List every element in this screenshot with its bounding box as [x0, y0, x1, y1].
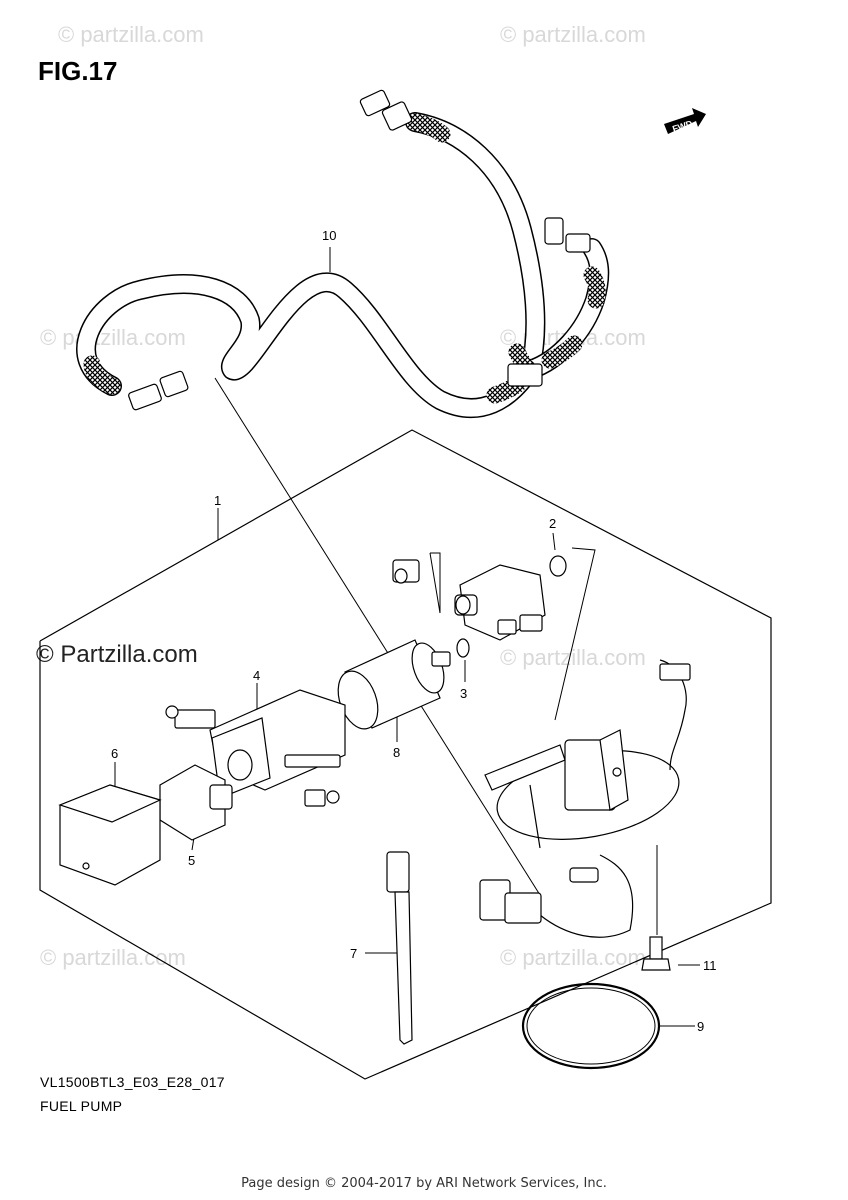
watermark-text-dark: © Partzilla.com	[36, 641, 198, 668]
gasket-ring	[521, 982, 661, 1070]
forward-direction-arrow-icon: FWD	[664, 108, 706, 134]
watermark-text: © partzilla.com	[500, 945, 646, 970]
pump-cover	[58, 784, 162, 886]
callout-6: 6	[111, 746, 118, 761]
fuel-filter	[159, 764, 233, 841]
assembly-outline	[39, 429, 772, 1080]
page-footer: Page design © 2004-2017 by ARI Network S…	[241, 1176, 607, 1191]
bolt	[641, 936, 671, 971]
callout-3: 3	[460, 686, 467, 701]
watermark-text: © partzilla.com	[40, 325, 186, 350]
callout-7: 7	[350, 946, 357, 961]
callout-11: 11	[703, 958, 717, 973]
cable-tie	[386, 851, 413, 1045]
callout-8: 8	[393, 745, 400, 760]
callout-5: 5	[188, 853, 195, 868]
watermark-text: © partzilla.com	[500, 645, 646, 670]
callout-10: 10	[322, 228, 336, 243]
callout-labels: 10 1 2 3 4 8 6 5 7 11 9	[111, 228, 717, 1034]
hose-connectors	[128, 89, 591, 411]
callout-2: 2	[549, 516, 556, 531]
watermark-text: © partzilla.com	[40, 945, 186, 970]
fuel-hose	[76, 112, 610, 419]
watermark-text: © partzilla.com	[58, 22, 204, 47]
figure-code: VL1500BTL3_E03_E28_017	[40, 1074, 225, 1090]
pressure-regulator	[392, 555, 567, 641]
leader-lines	[114, 247, 700, 1027]
fuel-pump-motor	[337, 638, 470, 730]
callout-4: 4	[253, 668, 260, 683]
figure-title: FIG.17	[38, 56, 118, 86]
pump-bracket	[479, 659, 691, 938]
watermark-text: © partzilla.com	[500, 22, 646, 47]
figure-name: FUEL PUMP	[40, 1098, 123, 1114]
callout-1: 1	[214, 493, 221, 508]
callout-9: 9	[697, 1019, 704, 1034]
